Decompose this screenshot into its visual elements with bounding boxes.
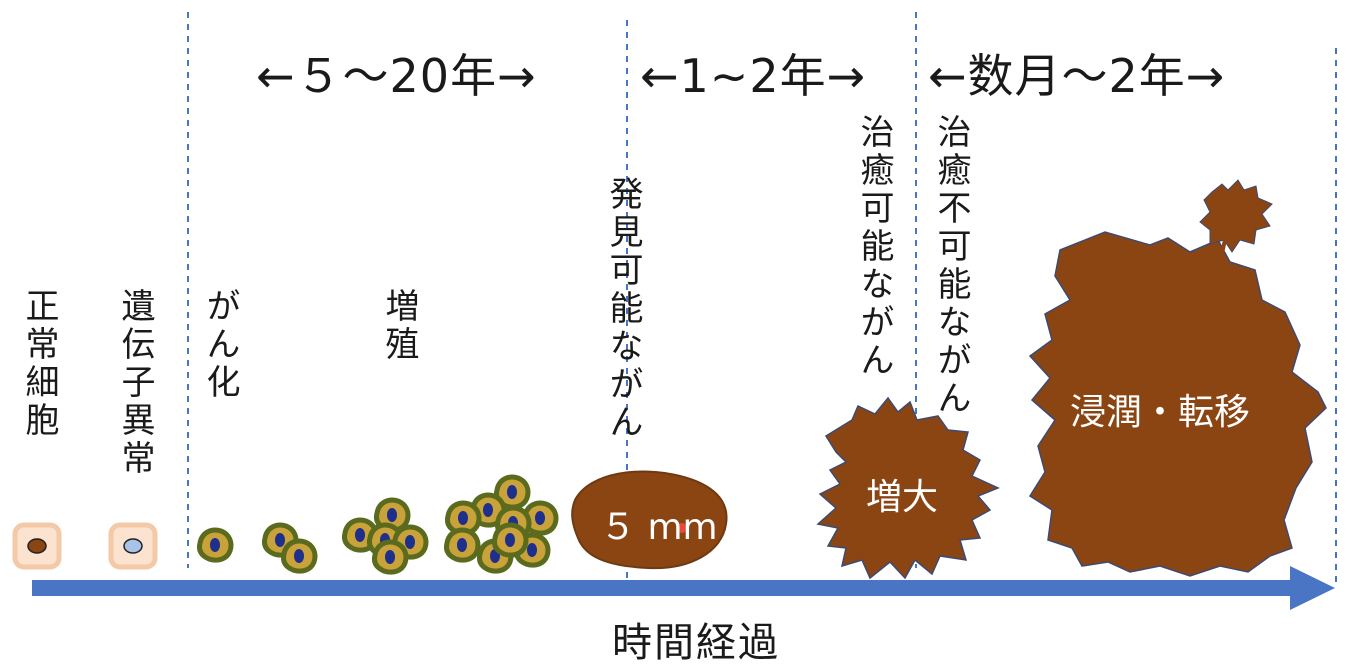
period-label-3: ←数月～2年→ bbox=[928, 49, 1226, 103]
stage-label-cancerize: がん化 bbox=[200, 288, 240, 402]
period-label-2: ←1~2年→ bbox=[640, 49, 867, 103]
tumor-size-label: ５ mm bbox=[600, 507, 718, 548]
period-label-1: ←５～20年→ bbox=[256, 49, 537, 103]
time-axis-label: 時間経過 bbox=[612, 620, 780, 666]
tumor-metastasis-label: 浸潤・転移 bbox=[1070, 392, 1251, 433]
tumor-metastasis-small bbox=[1199, 179, 1273, 253]
tumor-enlarge-label: 増大 bbox=[866, 477, 939, 518]
tumor-5mm bbox=[571, 470, 728, 570]
stage-label-detectable: 発見可能ながん bbox=[603, 176, 643, 442]
cancer-cells-pair bbox=[264, 525, 315, 571]
tumor-metastasis bbox=[1028, 231, 1327, 577]
stage-label-incurable: 治癒不可能ながん bbox=[931, 114, 971, 418]
cancer-cells-cluster-large bbox=[446, 477, 556, 571]
stage-label-normal: 正常細胞 bbox=[19, 288, 59, 440]
stage-label-proliferate: 増殖 bbox=[379, 288, 419, 364]
cancer-cell-single bbox=[199, 530, 231, 560]
metastasis-connector bbox=[1218, 239, 1227, 263]
stage-label-curable: 治癒可能ながん bbox=[854, 114, 894, 380]
time-axis-arrow bbox=[32, 566, 1335, 610]
gene-abnormal-cell bbox=[108, 522, 158, 570]
tumor-enlarged bbox=[816, 396, 1000, 580]
normal-cell bbox=[12, 522, 62, 570]
cancer-cells-cluster-small bbox=[344, 500, 426, 572]
tumor-5mm-dot bbox=[677, 523, 687, 533]
stage-label-gene: 遺伝子異常 bbox=[115, 288, 155, 478]
